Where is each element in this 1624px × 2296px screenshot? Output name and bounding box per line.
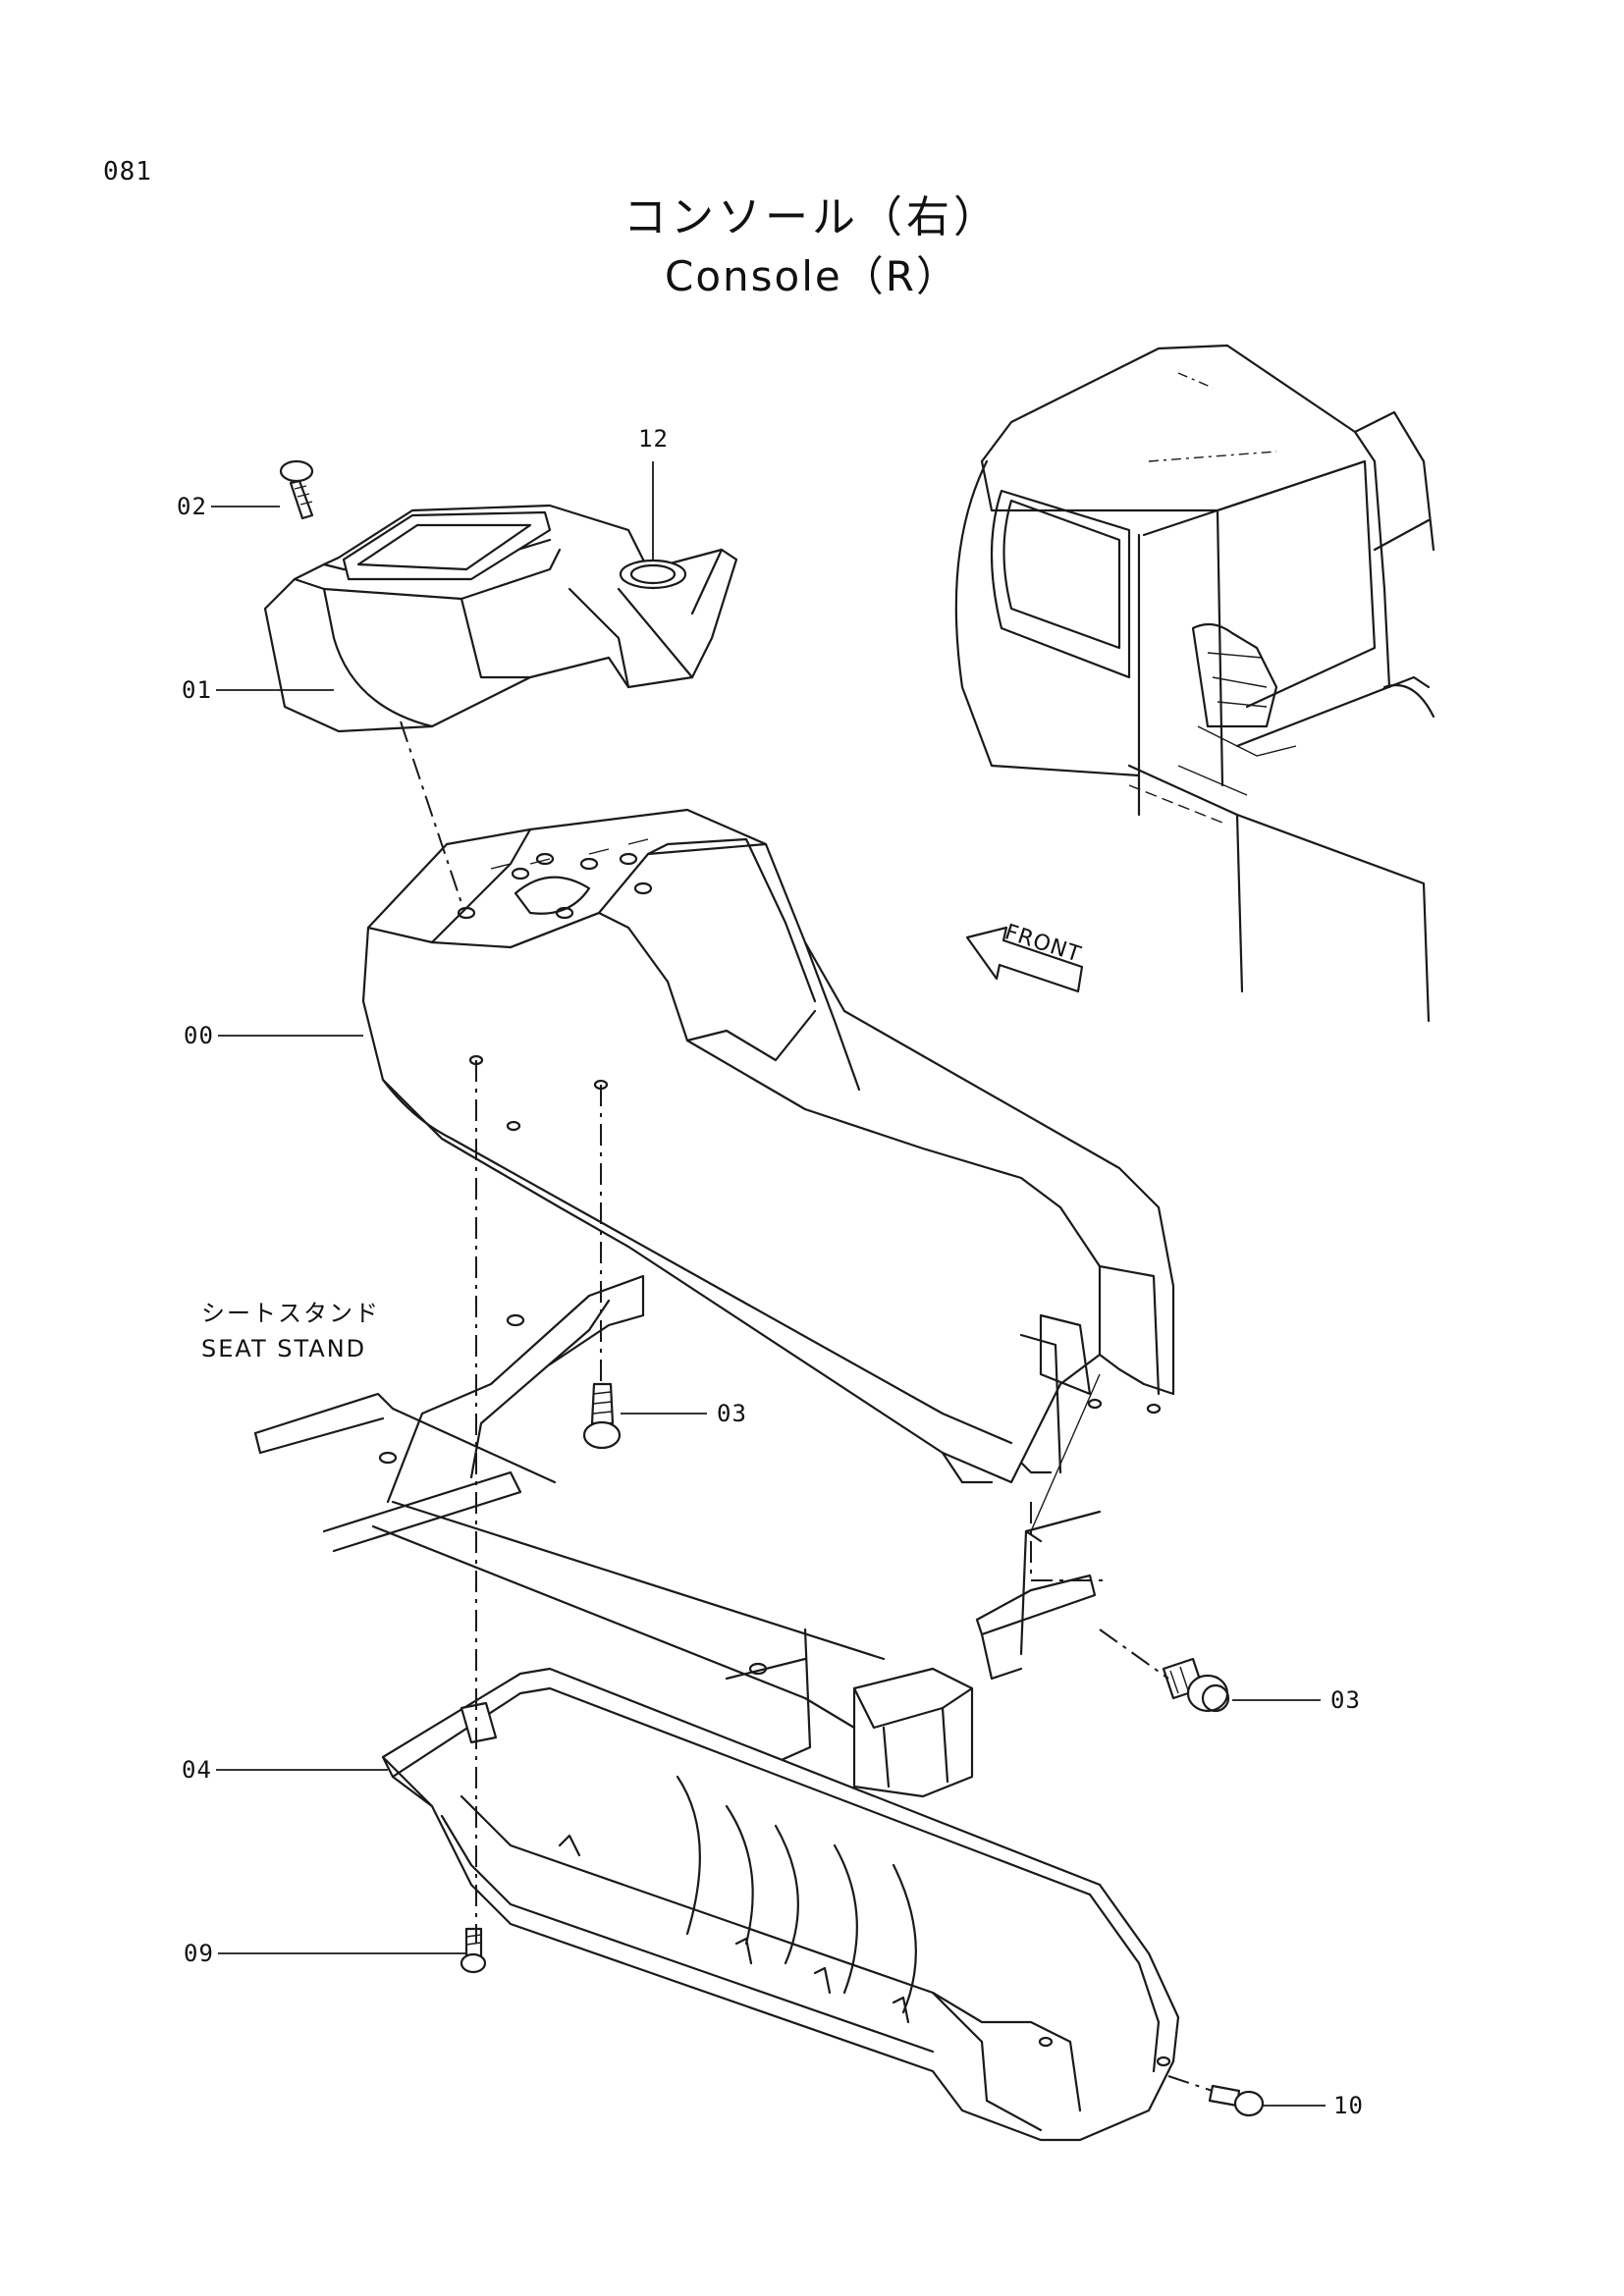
callout-10: 10 xyxy=(1333,2092,1364,2119)
front-direction-arrow xyxy=(965,926,1084,993)
callout-04: 04 xyxy=(182,1756,212,1784)
console-body-part-00 xyxy=(361,808,1175,1484)
bolt-part-03-lower xyxy=(1162,1657,1230,1713)
cover-part-01 xyxy=(263,504,738,733)
callout-03-lower: 03 xyxy=(1330,1686,1361,1714)
callout-09: 09 xyxy=(184,1940,214,1967)
callout-03-upper: 03 xyxy=(717,1400,747,1427)
bolt-part-09 xyxy=(460,1927,487,1974)
seat-stand-label-jp: シートスタンド xyxy=(201,1300,380,1327)
bolt-part-03-upper xyxy=(582,1382,622,1450)
callout-02: 02 xyxy=(177,493,207,520)
callout-12: 12 xyxy=(638,425,669,453)
page-number: 081 xyxy=(103,157,152,187)
leader-lines xyxy=(211,461,1326,2107)
undercover-part-04 xyxy=(381,1667,1180,2142)
assembly-lines xyxy=(400,721,1214,2092)
page-title-english: Console（R） xyxy=(665,252,959,300)
bolt-part-10 xyxy=(1208,2084,1265,2117)
page-title-japanese: コンソール（右） xyxy=(623,192,1001,242)
seat-stand-label-en: SEAT STAND xyxy=(201,1335,367,1362)
callout-01: 01 xyxy=(182,676,212,704)
screw-part-02 xyxy=(279,459,314,520)
cab-inset-illustration xyxy=(954,344,1435,1023)
callout-00: 00 xyxy=(184,1022,214,1049)
seat-stand-label: シートスタンド SEAT STAND xyxy=(201,1296,380,1366)
